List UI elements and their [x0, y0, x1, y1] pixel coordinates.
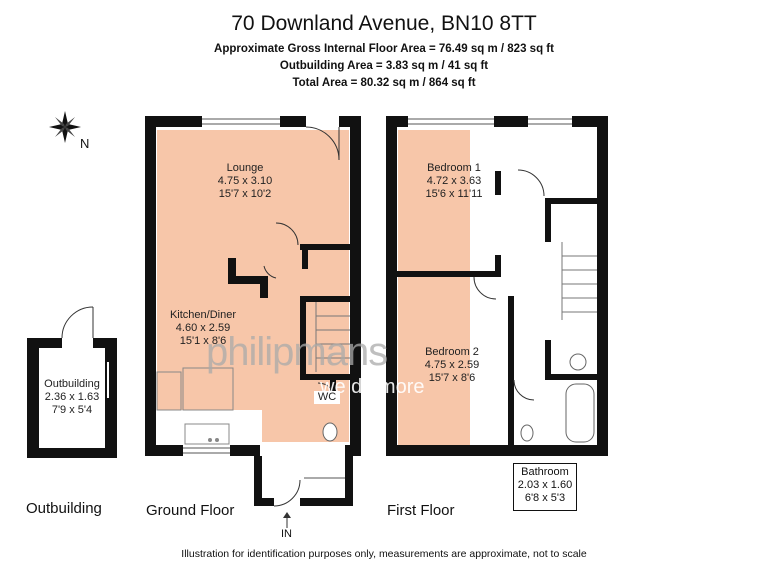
room-bathroom: Bathroom 2.03 x 1.60 6'8 x 5'3 [513, 463, 577, 511]
room-kitchen: Kitchen/Diner 4.60 x 2.59 15'1 x 8'6 [158, 309, 248, 348]
room-lounge-name: Lounge [226, 162, 264, 174]
room-bedroom2-name: Bedroom 2 [425, 346, 479, 358]
compass-icon [49, 111, 81, 143]
disclaimer-text: Illustration for identification purposes… [181, 548, 587, 560]
page-title: 70 Downland Avenue, BN10 8TT [231, 12, 537, 35]
room-bedroom1: Bedroom 1 4.72 x 3.63 15'6 x 11'11 [414, 162, 494, 201]
room-outbuilding-imperial: 7'9 x 5'4 [51, 404, 93, 416]
outbuilding-area-text: Outbuilding Area = 3.83 sq m / 41 sq ft [279, 60, 489, 72]
room-bedroom2-metric: 4.75 x 2.59 [424, 359, 480, 371]
floor-label-first: First Floor [387, 502, 455, 519]
room-bedroom2-imperial: 15'7 x 8'6 [428, 372, 476, 384]
room-lounge: Lounge 4.75 x 3.10 15'7 x 10'2 [200, 162, 290, 201]
watermark-tagline: we do more [320, 376, 425, 398]
room-outbuilding-name: Outbuilding [44, 378, 100, 390]
first-floor-plan [386, 116, 608, 456]
compass-north-label: N [80, 136, 90, 151]
outbuilding-plan [27, 306, 117, 458]
room-bedroom2: Bedroom 2 4.75 x 2.59 15'7 x 8'6 [412, 346, 492, 385]
entrance-label: IN [281, 528, 292, 540]
ground-floor-plan [145, 116, 361, 528]
floor-label-ground: Ground Floor [146, 502, 235, 519]
total-area-text: Total Area = 80.32 sq m / 864 sq ft [292, 77, 476, 89]
room-kitchen-metric: 4.60 x 2.59 [175, 322, 231, 334]
room-bathroom-name: Bathroom [521, 466, 569, 478]
floor-label-outbuilding: Outbuilding [26, 500, 102, 517]
room-bedroom1-name: Bedroom 1 [427, 162, 481, 174]
room-kitchen-imperial: 15'1 x 8'6 [179, 335, 227, 347]
room-lounge-metric: 4.75 x 3.10 [217, 175, 273, 187]
room-kitchen-name: Kitchen/Diner [169, 309, 237, 321]
room-lounge-imperial: 15'7 x 10'2 [218, 188, 272, 200]
gross-area-text: Approximate Gross Internal Floor Area = … [214, 43, 554, 55]
watermark-brand: philipmans [206, 330, 388, 374]
room-outbuilding: Outbuilding 2.36 x 1.63 7'9 x 5'4 [36, 378, 108, 417]
room-bedroom1-imperial: 15'6 x 11'11 [425, 188, 483, 200]
room-wc-name: WC [314, 391, 340, 404]
room-bathroom-imperial: 6'8 x 5'3 [524, 492, 566, 504]
room-bedroom1-metric: 4.72 x 3.63 [426, 175, 482, 187]
room-outbuilding-metric: 2.36 x 1.63 [44, 391, 100, 403]
room-bathroom-metric: 2.03 x 1.60 [517, 479, 573, 491]
